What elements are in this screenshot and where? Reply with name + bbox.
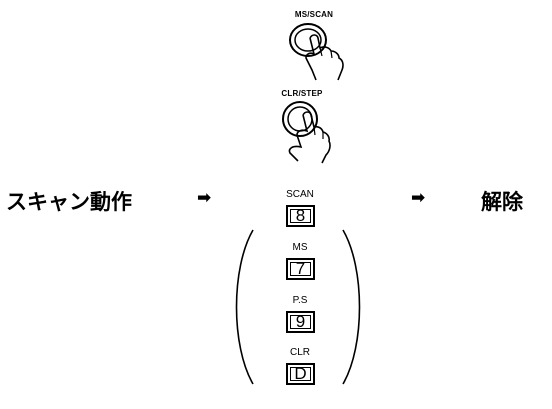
- key-8[interactable]: 8: [286, 205, 315, 227]
- ms-scan-button-press-icon: [289, 23, 344, 81]
- key-caption-clr: CLR: [289, 347, 310, 358]
- scan-operation-label: スキャン動作: [6, 190, 132, 214]
- right-parenthesis: [342, 229, 361, 385]
- clr-step-button-press-icon: [282, 101, 331, 164]
- ms-scan-button-label: MS/SCAN: [294, 10, 334, 19]
- key-7[interactable]: 7: [286, 258, 315, 280]
- key-caption-scan: SCAN: [286, 189, 314, 200]
- key-caption-ps: P.S: [292, 295, 308, 306]
- arrow-right-icon: ➡: [411, 188, 426, 208]
- key-d[interactable]: D: [286, 363, 315, 385]
- left-parenthesis: [235, 229, 254, 385]
- key-caption-ms: MS: [292, 242, 308, 253]
- release-label: 解除: [481, 190, 523, 214]
- bracket-group: [235, 229, 361, 385]
- key-9[interactable]: 9: [286, 311, 315, 333]
- arrow-right-icon: ➡: [197, 188, 212, 208]
- clr-step-button-label: CLR/STEP: [281, 89, 323, 98]
